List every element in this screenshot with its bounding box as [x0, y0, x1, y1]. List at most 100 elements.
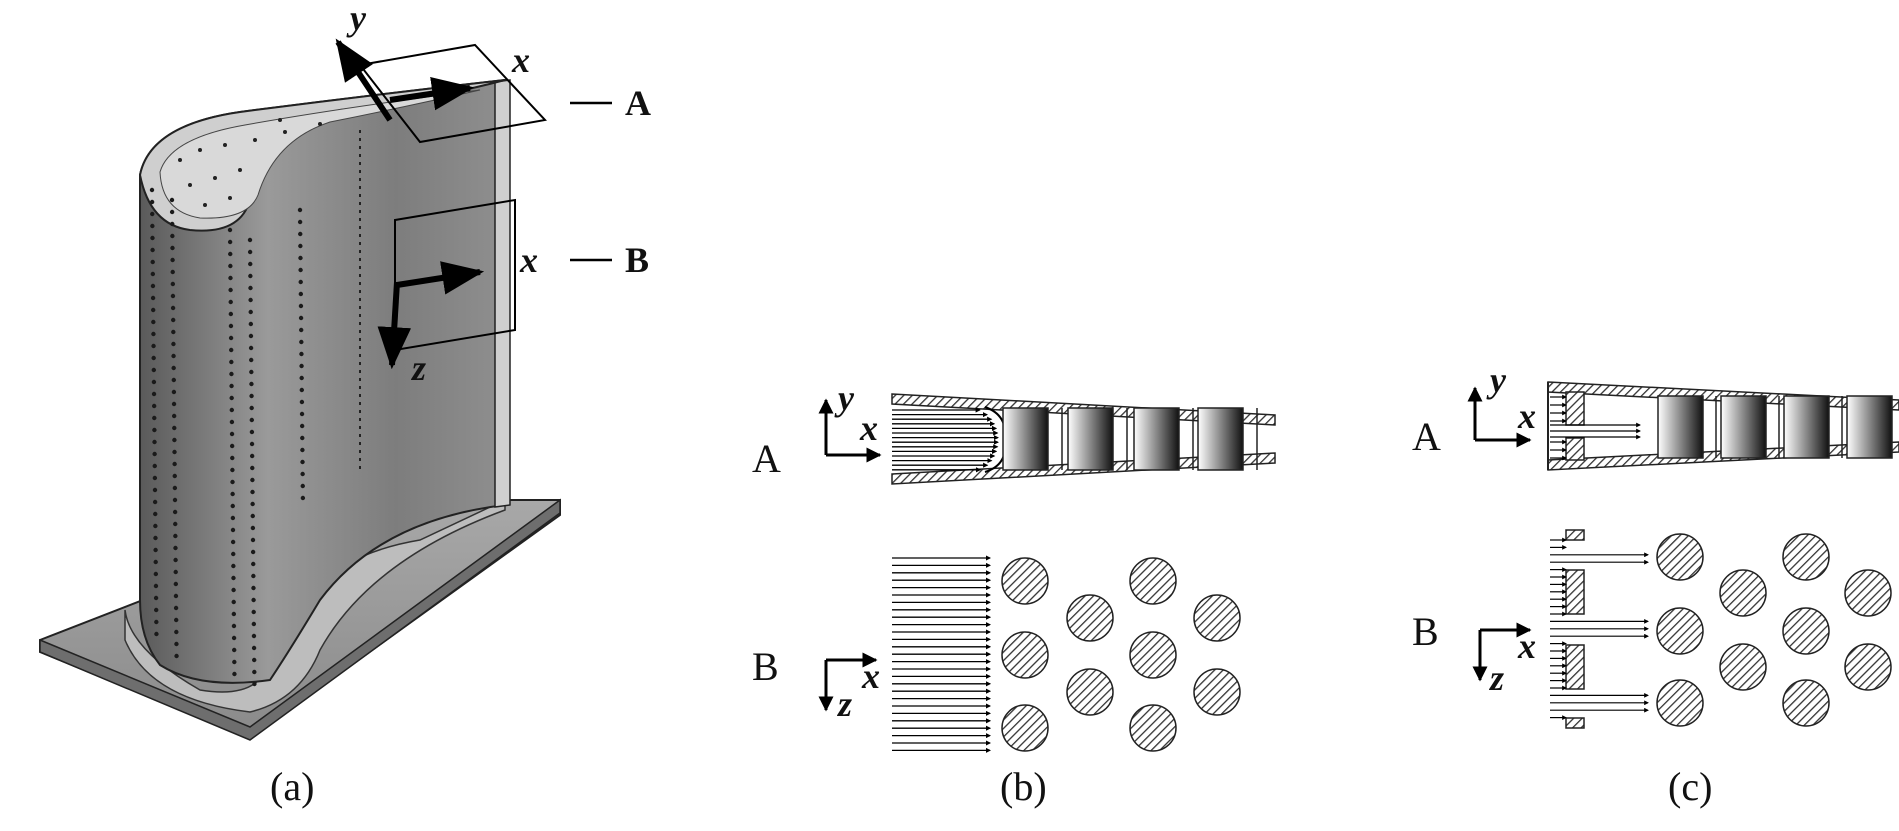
pin-fin-section [1782, 679, 1830, 727]
cooling-hole [153, 595, 159, 601]
cooling-hole [151, 391, 157, 397]
cooling-hole [298, 255, 303, 261]
cooling-hole [300, 435, 305, 441]
cooling-hole [151, 307, 156, 313]
cooling-hole [229, 431, 235, 437]
cooling-hole [232, 671, 237, 677]
cooling-hole [151, 343, 156, 349]
cooling-hole [172, 497, 178, 503]
pin-fin-side [1846, 395, 1893, 459]
cooling-hole [249, 393, 254, 399]
cooling-hole [250, 501, 255, 507]
cooling-hole [170, 305, 176, 311]
section-B-label: B [625, 240, 649, 280]
cooling-hole [153, 535, 158, 541]
axis-y-label-b: y [834, 378, 855, 418]
cooling-hole [299, 387, 304, 393]
cooling-hole [297, 207, 303, 213]
cooling-hole [174, 617, 179, 623]
cooling-hole [249, 453, 255, 459]
cooling-hole [173, 581, 179, 587]
cooling-hole [298, 231, 303, 237]
cooling-hole [230, 527, 236, 533]
cooling-hole [230, 539, 236, 545]
section-A-plane [358, 43, 547, 144]
caption-b: (b) [1000, 764, 1047, 809]
cooling-hole [231, 623, 237, 629]
cooling-hole [231, 635, 237, 641]
row-B-label-b: B [752, 644, 779, 689]
pin-fin-side [1197, 407, 1244, 471]
panel-c-jet-inlet: A B y x x z (c) [1412, 360, 1899, 809]
cooling-hole [247, 237, 253, 243]
cooling-hole [153, 571, 159, 577]
cooling-hole [173, 605, 179, 611]
cooling-hole [228, 323, 234, 329]
cooling-hole [150, 247, 155, 253]
cooling-hole [170, 257, 175, 263]
cooling-hole [150, 223, 155, 229]
cooling-hole [171, 341, 176, 347]
cooling-hole [152, 415, 157, 421]
cooling-hole [172, 425, 177, 431]
cooling-hole [231, 551, 236, 557]
cooling-hole [250, 489, 255, 495]
pin-fin-section [1719, 643, 1767, 691]
cooling-hole [172, 437, 177, 443]
cooling-hole [152, 439, 157, 445]
cooling-hole [149, 187, 155, 193]
cooling-hole [171, 401, 177, 407]
row-B-label-c: B [1412, 609, 1439, 654]
cooling-hole [249, 441, 255, 447]
cooling-hole [231, 575, 236, 581]
cooling-hole [251, 633, 257, 639]
cooling-hole [174, 653, 179, 659]
axis-z-label-c: z [1488, 658, 1504, 698]
cooling-hole [170, 293, 176, 299]
cooling-hole [298, 267, 303, 273]
pin-fin-section [1129, 631, 1177, 679]
caption-a: (a) [270, 764, 314, 809]
cooling-hole [151, 379, 157, 385]
cooling-hole [171, 329, 176, 335]
pin-fin-section [1001, 557, 1049, 605]
cooling-hole [250, 525, 256, 531]
cooling-hole [231, 599, 236, 605]
cooling-hole [173, 593, 179, 599]
cooling-hole [251, 645, 257, 651]
cooling-hole [252, 669, 257, 675]
cooling-hole [232, 659, 237, 665]
cooling-hole [151, 367, 156, 373]
cooling-hole [248, 321, 254, 327]
pin-fin-section [1001, 704, 1049, 752]
cooling-hole [298, 315, 304, 321]
cooling-hole [229, 419, 235, 425]
cooling-hole [249, 405, 254, 411]
cooling-hole [251, 597, 256, 603]
cooling-hole [153, 583, 159, 589]
pin-fin-section [1844, 643, 1892, 691]
cooling-hole [297, 219, 303, 225]
pin-fin-section [1656, 679, 1704, 727]
cooling-hole [250, 477, 255, 483]
axis-x-label-c-A: x [1517, 396, 1536, 436]
cooling-hole [300, 447, 305, 453]
cooling-hole [150, 271, 156, 277]
cooling-hole [227, 239, 233, 245]
cooling-hole [153, 559, 158, 565]
cooling-hole [170, 281, 176, 287]
cooling-hole [299, 339, 304, 345]
pin-fin-section [1782, 533, 1830, 581]
pin-fin-section [1001, 631, 1049, 679]
cooling-hole [230, 479, 235, 485]
cooling-hole [300, 459, 305, 465]
cooling-hole [228, 311, 234, 317]
axis-x-label-b-B: x [861, 656, 880, 696]
axis-x-arrow-b-mid [396, 261, 485, 295]
pin-fin-section [1844, 569, 1892, 617]
cooling-hole [228, 251, 233, 257]
cooling-hole [251, 561, 256, 567]
cooling-hole [230, 455, 235, 461]
jet-plate-lower-c [1565, 437, 1585, 461]
jet-plate-segment [1565, 529, 1585, 541]
